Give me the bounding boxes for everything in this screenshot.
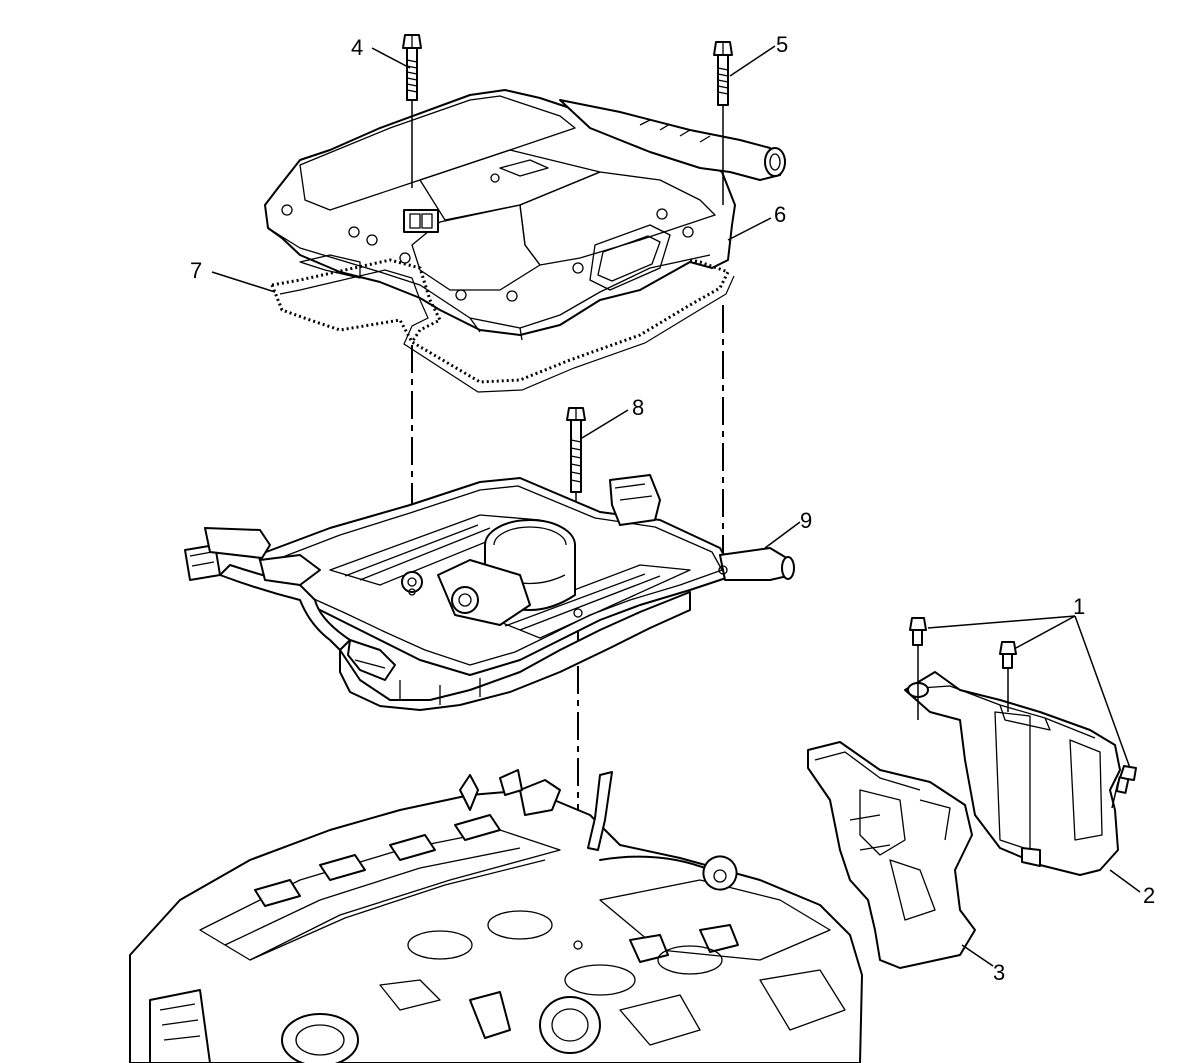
callout-5: 5 — [776, 32, 788, 57]
callout-9: 9 — [800, 508, 812, 533]
callout-leaders — [211, 45, 1141, 967]
callout-7: 7 — [190, 258, 202, 283]
callout-6: 6 — [774, 202, 786, 227]
callout-labels: 4 5 6 7 8 9 1 2 3 — [190, 32, 1155, 985]
callout-8: 8 — [632, 395, 644, 420]
heat-shield-3 — [807, 741, 976, 969]
bolts-1 — [909, 617, 1137, 794]
bolt-5 — [713, 41, 733, 106]
callout-2: 2 — [1143, 883, 1155, 908]
upper-intake-gasket — [270, 258, 735, 393]
engine-assembly — [129, 769, 863, 1063]
lower-intake-manifold — [184, 474, 795, 711]
callout-1: 1 — [1073, 594, 1085, 619]
bolt-4 — [402, 34, 422, 101]
upper-intake-manifold — [264, 89, 786, 341]
callout-3: 3 — [993, 960, 1005, 985]
callout-4: 4 — [351, 35, 363, 60]
heat-shield-2 — [904, 645, 1121, 876]
